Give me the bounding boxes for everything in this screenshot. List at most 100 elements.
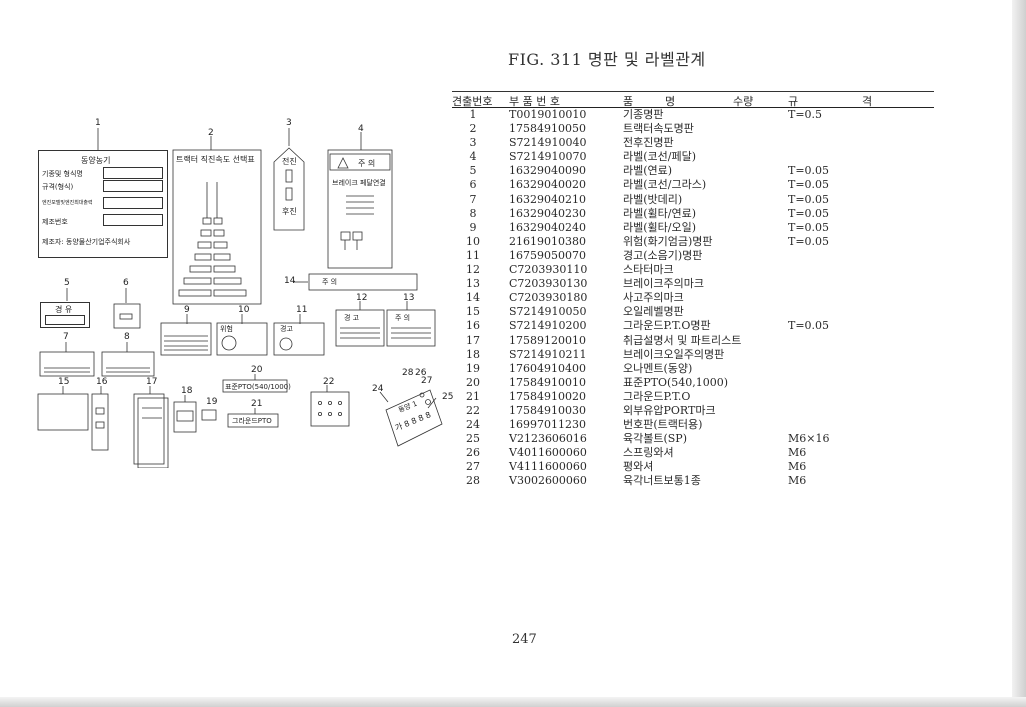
row-number: 15 bbox=[466, 305, 480, 319]
part-number: 16329040210 bbox=[509, 192, 586, 206]
table-row: 7 16329040210 라벨(밧데리) T=0.05 bbox=[452, 193, 934, 207]
part-name: 스타터마크 bbox=[623, 263, 674, 277]
part-name: 라벨(밧데리) bbox=[623, 192, 683, 206]
callout-4: 4 bbox=[358, 124, 364, 134]
part-number: S7214910040 bbox=[509, 136, 587, 150]
part-number: S7214910070 bbox=[509, 150, 587, 164]
part-spec: T=0.05 bbox=[788, 192, 830, 206]
row-number: 7 bbox=[469, 192, 477, 206]
callout-26: 26 bbox=[415, 368, 427, 378]
figure-title: FIG. 311 명판 및 라벨관계 bbox=[508, 50, 706, 69]
part-name: 육각너트보통1종 bbox=[623, 474, 701, 488]
part-number: 17584910010 bbox=[509, 375, 586, 389]
row-number: 26 bbox=[466, 446, 480, 460]
part-name: 외부유압PORT마크 bbox=[623, 403, 716, 417]
part-number: 17604910400 bbox=[509, 361, 586, 375]
header-name2: 명 bbox=[665, 95, 676, 108]
reverse-label: 후진 bbox=[282, 207, 297, 216]
part-number: T0019010010 bbox=[509, 108, 587, 121]
row-number: 10 bbox=[466, 234, 480, 248]
header-spec2: 격 bbox=[862, 95, 873, 108]
row-number: 22 bbox=[466, 403, 480, 417]
callout-10: 10 bbox=[238, 305, 250, 315]
callout-1: 1 bbox=[95, 118, 101, 128]
row-number: 28 bbox=[466, 474, 480, 488]
row-number: 25 bbox=[466, 432, 480, 446]
callout-7: 7 bbox=[63, 332, 69, 342]
part-name: 라벨(연료) bbox=[623, 164, 673, 178]
starter-warning-label: 경 고 bbox=[344, 314, 360, 322]
part-spec: T=0.05 bbox=[788, 206, 830, 220]
model-nameplate: 동양농기 기종및 형식명 규격(형식) 엔진모델및엔진최대출력 제조번호 제조자… bbox=[38, 150, 168, 258]
page-edge-shadow-bottom bbox=[0, 697, 1026, 707]
callout-14: 14 bbox=[284, 276, 296, 286]
part-number: 17584910050 bbox=[509, 122, 586, 136]
part-name: 브레이크오일주의명판 bbox=[623, 347, 725, 361]
part-spec: T=0.05 bbox=[788, 164, 830, 178]
callout-3: 3 bbox=[286, 118, 292, 128]
part-number: V4111600060 bbox=[509, 460, 587, 474]
callout-13: 13 bbox=[403, 293, 415, 303]
row-number: 9 bbox=[469, 220, 477, 234]
parts-table: 견출번호 부 품 번 호 품 명 수량 규 격 1 T0019010010 기종명판… bbox=[452, 91, 934, 489]
plate-company: 제조자: 동양물산기업주식회사 bbox=[42, 238, 131, 246]
part-number: 16759050070 bbox=[509, 248, 586, 262]
callout-17: 17 bbox=[146, 377, 158, 387]
row-number: 16 bbox=[466, 319, 480, 333]
part-spec: T=0.05 bbox=[788, 220, 830, 234]
ground-pto-label: 그라운드PTO bbox=[232, 417, 272, 425]
plate-engine-label: 엔진모델및엔진최대출력 bbox=[42, 200, 93, 206]
header-qty: 수량 bbox=[733, 95, 754, 108]
row-number: 5 bbox=[469, 164, 477, 178]
plate-field bbox=[103, 167, 163, 179]
part-spec: T=0.05 bbox=[788, 319, 830, 333]
caution-label: 주 의 bbox=[358, 159, 376, 168]
brake-pedal-text: 브레이크 페달연결 bbox=[332, 179, 386, 187]
row-number: 12 bbox=[466, 263, 480, 277]
callout-5: 5 bbox=[64, 278, 70, 288]
diesel-label: 경 유 bbox=[40, 302, 90, 328]
row-number: 1 bbox=[469, 108, 477, 121]
part-number: 17584910020 bbox=[509, 389, 586, 403]
row-number: 4 bbox=[469, 150, 477, 164]
part-number: 16329040230 bbox=[509, 206, 586, 220]
part-name: 오나멘트(동양) bbox=[623, 361, 693, 375]
callout-27: 27 bbox=[421, 376, 433, 386]
table-header: 견출번호 부 품 번 호 품 명 수량 규 격 bbox=[452, 91, 934, 108]
row-number: 21 bbox=[466, 389, 480, 403]
plate-field bbox=[103, 180, 163, 192]
standard-pto-label: 표준PTO(540/1000) bbox=[225, 383, 291, 391]
part-name: 경고(소음기)명판 bbox=[623, 248, 703, 262]
table-row: 22 17584910030 외부유압PORT마크 bbox=[452, 404, 934, 418]
part-name: 번호판(트랙터용) bbox=[623, 418, 703, 432]
part-name: 오일레벨명판 bbox=[623, 305, 684, 319]
plate-serial-label: 제조번호 bbox=[42, 218, 68, 226]
part-number: 21619010380 bbox=[509, 234, 586, 248]
callout-12: 12 bbox=[356, 293, 368, 303]
part-number: 17584910030 bbox=[509, 403, 586, 417]
speed-plate-title: 트랙터 직진속도 선택표 bbox=[176, 155, 255, 164]
part-name: 기종명판 bbox=[623, 108, 664, 121]
plate-model-label: 기종및 형식명 bbox=[42, 170, 83, 178]
callout-15: 15 bbox=[58, 377, 70, 387]
part-spec: M6×16 bbox=[788, 432, 830, 446]
parts-diagram: 1 2 3 4 5 6 7 8 9 10 11 12 13 14 15 16 1… bbox=[30, 118, 453, 468]
row-number: 8 bbox=[469, 206, 477, 220]
part-spec: M6 bbox=[788, 474, 807, 488]
callout-18: 18 bbox=[181, 386, 193, 396]
row-number: 24 bbox=[466, 418, 480, 432]
